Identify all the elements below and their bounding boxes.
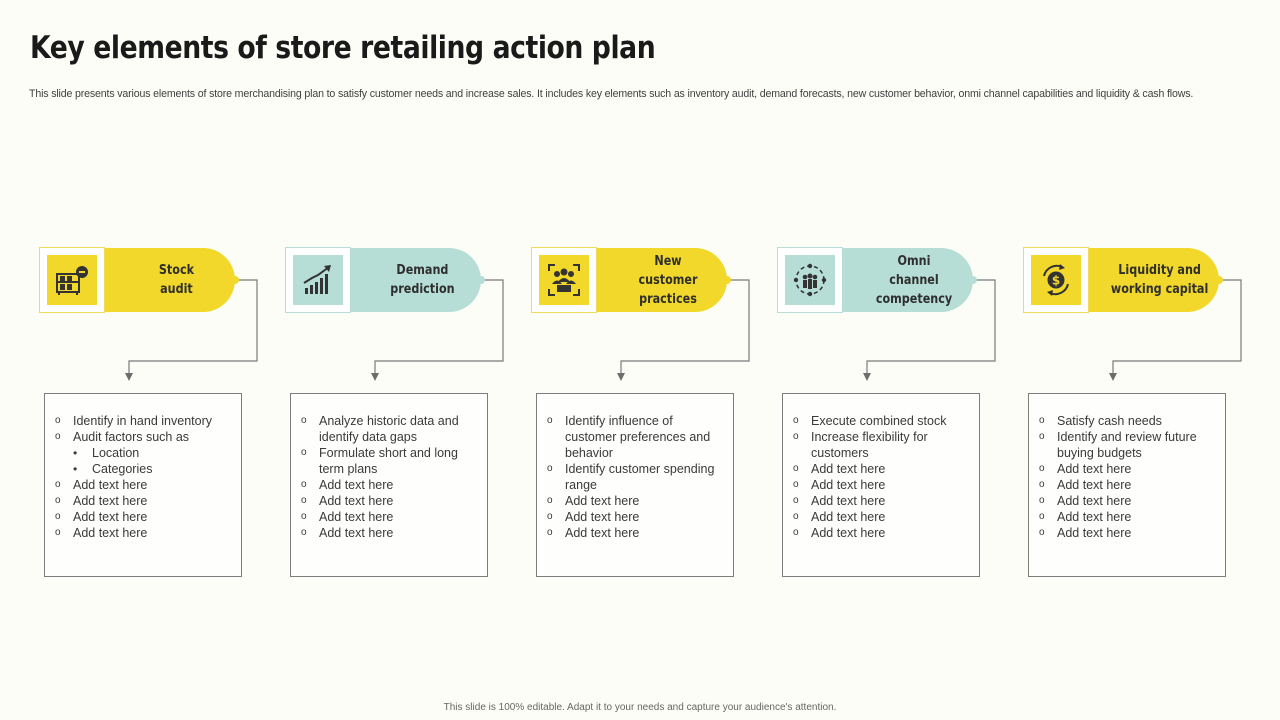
svg-text:$: $ [1052,274,1060,288]
arrowhead-3 [617,373,625,381]
connector-3 [620,279,750,377]
liquidity-working-capital-icon-frame: $ [1023,247,1089,313]
demand-prediction-icon-frame [285,247,351,313]
arrowhead-4 [863,373,871,381]
connector-1 [128,279,258,377]
inventory-shelf-icon [56,266,88,295]
slide-title: Key elements of store retailing action p… [30,30,656,66]
arrowhead-1 [125,373,133,381]
sub-list-item: •Categories [73,462,153,476]
omni-channel-competency-header: Omni channel competency [777,247,977,313]
stock-audit-label: Stock audit [158,263,194,297]
demand-prediction-label: Demand prediction [389,263,455,297]
connector-2 [374,279,504,377]
omni-channel-competency-label: Omni channel competency [875,253,953,307]
stock-audit-header: Stock audit [39,247,239,313]
stock-audit-icon-frame [39,247,105,313]
liquidity-working-capital-label: Liquidity and working capital [1111,263,1209,297]
new-customer-practices-label: New customer practices [638,253,698,307]
omnichannel-network-icon [793,263,827,297]
omni-channel-competency-icon-frame [777,247,843,313]
new-customer-practices-header: New customer practices [531,247,731,313]
connector-4 [866,279,996,377]
new-customer-practices-icon-frame [531,247,597,313]
connector-5 [1112,279,1242,377]
arrowhead-5 [1109,373,1117,381]
arrowhead-2 [371,373,379,381]
slide-subtitle: This slide presents various elements of … [29,88,1194,100]
customer-group-icon [548,264,580,296]
sub-list-item: •Location [73,446,140,460]
dollar-cycle-icon: $ [1043,264,1069,296]
growth-chart-icon [303,265,331,294]
demand-prediction-header: Demand prediction [285,247,485,313]
slide-footer: This slide is 100% editable. Adapt it to… [443,702,837,713]
liquidity-working-capital-header: Liquidity and working capital $ [1023,247,1223,313]
